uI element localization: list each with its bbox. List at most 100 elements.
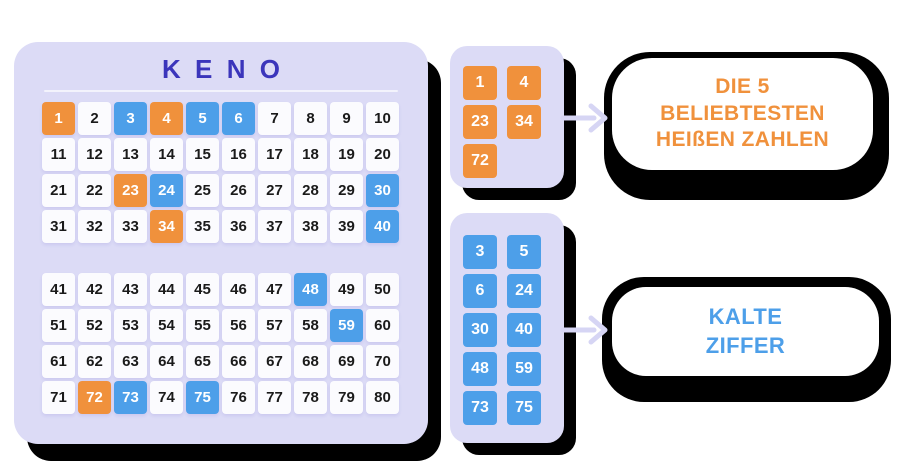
keno-cell-56: 56 xyxy=(222,309,255,342)
keno-cell-22: 22 xyxy=(78,174,111,207)
keno-cell-16: 16 xyxy=(222,138,255,171)
keno-cell-27: 27 xyxy=(258,174,291,207)
keno-cell-39: 39 xyxy=(330,210,363,243)
keno-cell-49: 49 xyxy=(330,273,363,306)
keno-cell-75: 75 xyxy=(186,381,219,414)
cold-label-box: KALTE ZIFFER xyxy=(602,277,891,402)
keno-cell-53: 53 xyxy=(114,309,147,342)
keno-cell-15: 15 xyxy=(186,138,219,171)
cold-cell-40: 40 xyxy=(507,313,541,347)
keno-cell-28: 28 xyxy=(294,174,327,207)
keno-cell-10: 10 xyxy=(366,102,399,135)
keno-cell-76: 76 xyxy=(222,381,255,414)
hot-label-box: DIE 5 BELIEBTESTEN HEIßEN ZAHLEN xyxy=(604,52,889,200)
hot-cell-4: 4 xyxy=(507,66,541,100)
keno-cell-77: 77 xyxy=(258,381,291,414)
keno-cell-71: 71 xyxy=(42,381,75,414)
keno-cell-5: 5 xyxy=(186,102,219,135)
keno-cell-31: 31 xyxy=(42,210,75,243)
hot-cell-23: 23 xyxy=(463,105,497,139)
keno-cell-12: 12 xyxy=(78,138,111,171)
keno-cell-69: 69 xyxy=(330,345,363,378)
keno-cell-33: 33 xyxy=(114,210,147,243)
keno-cell-74: 74 xyxy=(150,381,183,414)
keno-cell-38: 38 xyxy=(294,210,327,243)
keno-cell-23: 23 xyxy=(114,174,147,207)
keno-cell-57: 57 xyxy=(258,309,291,342)
cold-row: 48 59 xyxy=(463,352,564,386)
cold-row: 73 75 xyxy=(463,391,564,425)
keno-cell-79: 79 xyxy=(330,381,363,414)
hot-cell-34: 34 xyxy=(507,105,541,139)
cold-cell-5: 5 xyxy=(507,235,541,269)
keno-cell-44: 44 xyxy=(150,273,183,306)
keno-cell-70: 70 xyxy=(366,345,399,378)
cold-cell-30: 30 xyxy=(463,313,497,347)
cold-cell-48: 48 xyxy=(463,352,497,386)
keno-cell-41: 41 xyxy=(42,273,75,306)
keno-cell-24: 24 xyxy=(150,174,183,207)
hot-row: 23 34 xyxy=(463,105,564,139)
keno-cell-51: 51 xyxy=(42,309,75,342)
keno-cell-8: 8 xyxy=(294,102,327,135)
cold-cell-73: 73 xyxy=(463,391,497,425)
hot-cell-1: 1 xyxy=(463,66,497,100)
keno-cell-45: 45 xyxy=(186,273,219,306)
hot-cell-72: 72 xyxy=(463,144,497,178)
keno-cell-36: 36 xyxy=(222,210,255,243)
keno-cell-48: 48 xyxy=(294,273,327,306)
cold-cell-75: 75 xyxy=(507,391,541,425)
cold-cell-24: 24 xyxy=(507,274,541,308)
keno-cell-35: 35 xyxy=(186,210,219,243)
keno-cell-13: 13 xyxy=(114,138,147,171)
keno-cell-47: 47 xyxy=(258,273,291,306)
keno-cell-9: 9 xyxy=(330,102,363,135)
keno-cell-58: 58 xyxy=(294,309,327,342)
keno-cell-68: 68 xyxy=(294,345,327,378)
keno-cell-50: 50 xyxy=(366,273,399,306)
keno-cell-78: 78 xyxy=(294,381,327,414)
keno-cell-11: 11 xyxy=(42,138,75,171)
cold-cell-59: 59 xyxy=(507,352,541,386)
hot-label-inner: DIE 5 BELIEBTESTEN HEIßEN ZAHLEN xyxy=(612,58,873,170)
hot-row: 72 xyxy=(463,144,564,178)
cold-cell-6: 6 xyxy=(463,274,497,308)
keno-cell-30: 30 xyxy=(366,174,399,207)
keno-cell-52: 52 xyxy=(78,309,111,342)
hot-arrow-right-icon xyxy=(560,103,608,133)
keno-cell-54: 54 xyxy=(150,309,183,342)
cold-arrow-right-icon xyxy=(560,315,608,345)
keno-cell-14: 14 xyxy=(150,138,183,171)
keno-cell-21: 21 xyxy=(42,174,75,207)
hot-label-text: DIE 5 BELIEBTESTEN HEIßEN ZAHLEN xyxy=(655,74,830,152)
keno-cell-64: 64 xyxy=(150,345,183,378)
keno-cell-46: 46 xyxy=(222,273,255,306)
keno-cell-1: 1 xyxy=(42,102,75,135)
keno-cell-42: 42 xyxy=(78,273,111,306)
keno-cell-43: 43 xyxy=(114,273,147,306)
keno-cell-34: 34 xyxy=(150,210,183,243)
keno-cell-73: 73 xyxy=(114,381,147,414)
keno-cell-80: 80 xyxy=(366,381,399,414)
keno-cell-3: 3 xyxy=(114,102,147,135)
keno-cell-65: 65 xyxy=(186,345,219,378)
keno-cell-62: 62 xyxy=(78,345,111,378)
keno-cell-6: 6 xyxy=(222,102,255,135)
keno-cell-17: 17 xyxy=(258,138,291,171)
keno-cell-55: 55 xyxy=(186,309,219,342)
cold-label-text: KALTE ZIFFER xyxy=(705,304,786,358)
